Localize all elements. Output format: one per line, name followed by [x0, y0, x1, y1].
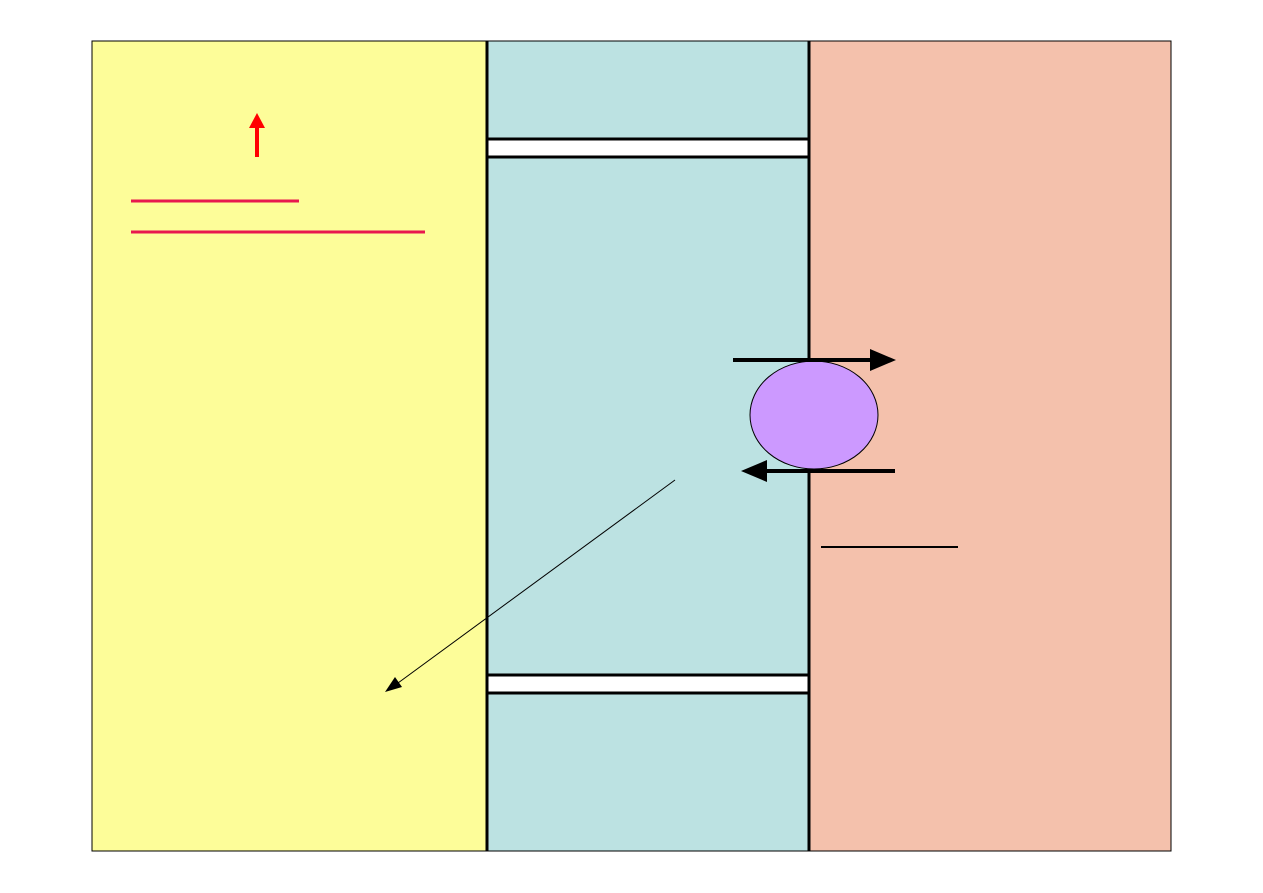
arrow-left-icon: [741, 460, 895, 482]
arrow-right-icon: [733, 349, 896, 371]
bottom-slot: [485, 673, 811, 695]
right-region: [809, 41, 1171, 851]
arrow-down-left-icon: [385, 479, 676, 692]
left-region: [92, 41, 487, 851]
top-slot: [485, 137, 811, 159]
diagram-frame-outline: [91, 40, 1172, 852]
middle-region: [487, 41, 809, 851]
transporter-circle: [749, 360, 879, 470]
arrow-up-icon: [249, 113, 265, 157]
